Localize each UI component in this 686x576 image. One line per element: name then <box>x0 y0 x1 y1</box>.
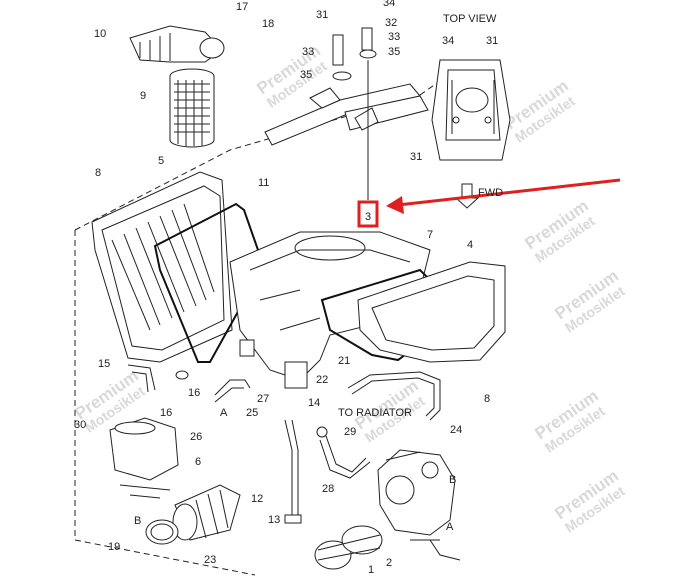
callout-33: 33 <box>388 31 400 43</box>
callout-b: B <box>449 474 456 486</box>
callout-11: 11 <box>258 177 269 189</box>
callout-23: 23 <box>204 554 216 566</box>
callout-31: 31 <box>316 9 328 21</box>
intake-funnel-part <box>129 25 225 63</box>
callout-15: 15 <box>98 358 110 370</box>
callout-16: 16 <box>188 387 200 399</box>
callout-4: 4 <box>467 239 473 251</box>
highlight-callout: 3 <box>357 178 621 228</box>
highlight-label: 3 <box>365 211 371 223</box>
intake-boot-part <box>172 484 241 541</box>
callout-21: 21 <box>338 355 350 367</box>
callout-10: 10 <box>94 28 106 40</box>
red-arrow-line <box>397 178 621 207</box>
callout-24: 24 <box>450 424 462 436</box>
callout-13: 13 <box>268 514 280 526</box>
callout-14: 14 <box>308 397 320 409</box>
callout-34: 34 <box>383 0 395 9</box>
callout-5: 5 <box>158 155 164 167</box>
callout-25: 25 <box>246 407 258 419</box>
top-view-heading: TOP VIEW <box>443 13 497 25</box>
callout-19: 19 <box>108 541 120 553</box>
filter-element-part <box>169 68 215 148</box>
callout-22: 22 <box>316 374 328 386</box>
hose-clamp-part <box>145 519 179 545</box>
callout-6: 6 <box>195 456 201 468</box>
top-view-inset <box>431 59 511 209</box>
callout-16: 16 <box>160 407 172 419</box>
lower-boot-part <box>314 525 383 570</box>
callout-31: 31 <box>486 35 498 47</box>
callout-b: B <box>134 515 141 527</box>
callout-1: 1 <box>368 564 374 576</box>
callout-32: 32 <box>385 17 397 29</box>
throttle-body-part <box>377 449 461 561</box>
callout-26: 26 <box>190 431 202 443</box>
breather-hoses <box>127 364 302 524</box>
callout-9: 9 <box>140 90 146 102</box>
highlight-box <box>357 200 379 228</box>
callout-17: 17 <box>236 1 248 13</box>
bracket-part <box>264 27 429 200</box>
callout-8: 8 <box>484 393 490 405</box>
airbox-cover-part <box>357 261 506 363</box>
callout-12: 12 <box>251 493 263 505</box>
callout-34: 34 <box>442 35 454 47</box>
callout-18: 18 <box>262 18 274 30</box>
to-radiator-label: TO RADIATOR <box>338 407 412 419</box>
callout-a: A <box>446 521 454 533</box>
callout-2: 2 <box>386 557 392 569</box>
red-arrow-head <box>386 196 404 214</box>
callout-29: 29 <box>344 426 356 438</box>
callout-a: A <box>220 407 228 419</box>
callout-31: 31 <box>410 151 422 163</box>
callout-35: 35 <box>388 46 400 58</box>
callout-35: 35 <box>300 69 312 81</box>
callout-28: 28 <box>322 483 334 495</box>
callout-33: 33 <box>302 46 314 58</box>
callout-30: 30 <box>74 419 86 431</box>
airbox-lid-part <box>91 171 233 363</box>
hose-assembly <box>316 371 441 479</box>
fwd-label: FWD <box>478 187 503 199</box>
callout-27: 27 <box>257 393 269 405</box>
callout-8: 8 <box>95 167 101 179</box>
callout-7: 7 <box>427 229 433 241</box>
reservoir-tank-part <box>109 417 179 499</box>
